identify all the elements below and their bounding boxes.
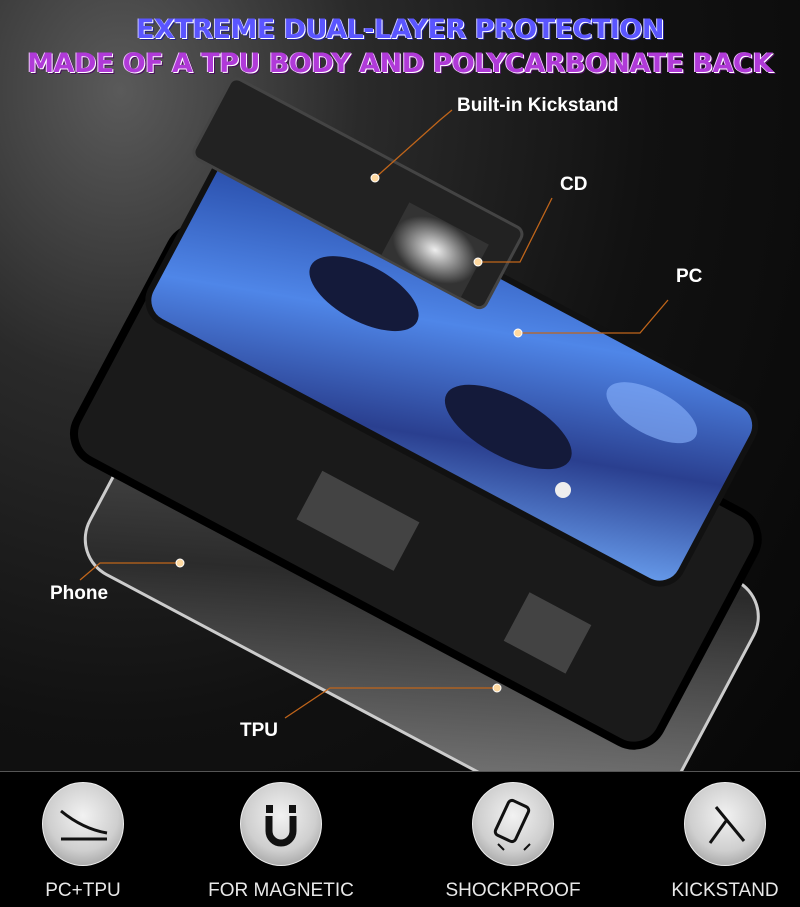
layers-curve-icon <box>42 782 124 866</box>
phone-case-exploded-illustration <box>74 77 760 771</box>
callout-cd: CD <box>560 174 588 195</box>
feature-kickstand: KICKSTAND <box>645 782 800 902</box>
feature-label: PC+TPU <box>45 880 121 901</box>
headline: EXTREME DUAL-LAYER PROTECTION <box>136 14 664 45</box>
shockproof-phone-icon <box>472 782 554 866</box>
callout-pc: PC <box>676 266 703 287</box>
callout-phone: Phone <box>50 583 109 604</box>
feature-pc-tpu: PC+TPU <box>3 782 163 902</box>
feature-label: SHOCKPROOF <box>445 880 581 901</box>
callout-kickstand: Built-in Kickstand <box>457 95 619 116</box>
feature-shockproof: SHOCKPROOF <box>433 782 593 902</box>
feature-magnetic: FOR MAGNETIC <box>201 782 361 902</box>
magnet-icon <box>240 782 322 866</box>
subheadline: MADE OF A TPU BODY AND POLYCARBONATE BAC… <box>27 48 773 79</box>
cd-plate-shape <box>381 202 489 298</box>
feature-label: KICKSTAND <box>671 880 779 901</box>
kickstand-icon <box>684 782 766 866</box>
leader-lines <box>79 109 669 719</box>
feature-label: FOR MAGNETIC <box>208 880 354 901</box>
feature-bar: PC+TPU FOR MAGNETIC SHOCKPROOF KICKSTAND <box>0 771 800 907</box>
callout-tpu: TPU <box>240 720 278 741</box>
